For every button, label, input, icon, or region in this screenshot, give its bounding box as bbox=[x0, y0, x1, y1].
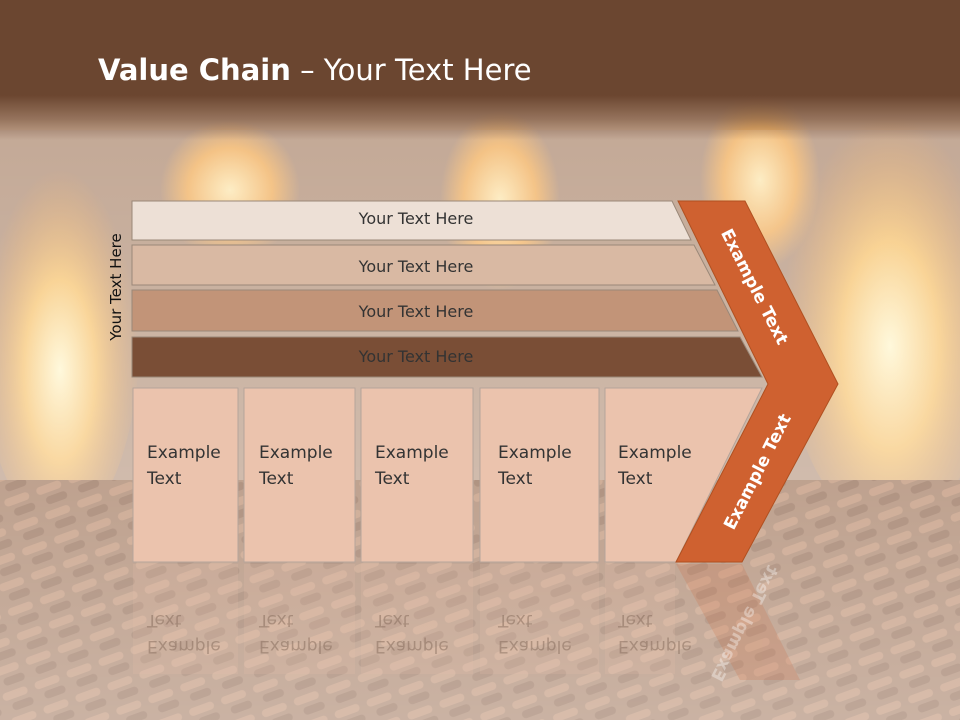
chain-row-4 bbox=[131, 336, 763, 378]
box-reflection-4-line1: Example bbox=[498, 636, 572, 656]
box-text-4-line2: Text bbox=[498, 469, 533, 489]
row-label-1: Your Text Here bbox=[358, 209, 474, 228]
title-bold: Value Chain bbox=[98, 53, 291, 87]
box-text-3-line1: Example bbox=[375, 443, 449, 463]
box-reflection-1: Example Text bbox=[147, 607, 247, 659]
box-reflection-5: Example Text bbox=[618, 607, 718, 659]
reflection bbox=[133, 564, 800, 680]
header-bar bbox=[0, 0, 960, 140]
box-reflection-2-line1: Example bbox=[259, 636, 333, 656]
box-text-3: Example Text bbox=[375, 440, 475, 492]
box-reflection-3-line2: Text bbox=[375, 610, 410, 630]
row-label-4: Your Text Here bbox=[358, 347, 474, 366]
box-text-5: Example Text bbox=[618, 440, 718, 492]
box-reflection-2-line2: Text bbox=[259, 610, 294, 630]
box-text-5-line2: Text bbox=[618, 469, 653, 489]
box-reflection-2: Example Text bbox=[259, 607, 359, 659]
activity-box-1 bbox=[132, 387, 239, 563]
box-text-1-line2: Text bbox=[147, 469, 182, 489]
box-text-2: Example Text bbox=[259, 440, 359, 492]
box-reflection-4-line2: Text bbox=[498, 610, 533, 630]
title-rest: – Your Text Here bbox=[290, 53, 532, 87]
box-text-4-line1: Example bbox=[498, 443, 572, 463]
box-text-1: Example Text bbox=[147, 440, 247, 492]
row-label-3: Your Text Here bbox=[358, 302, 474, 321]
row-label-2: Your Text Here bbox=[358, 257, 474, 276]
box-reflection-3: Example Text bbox=[375, 607, 475, 659]
box-text-3-line2: Text bbox=[375, 469, 410, 489]
box-text-5-line1: Example bbox=[618, 443, 692, 463]
box-text-4: Example Text bbox=[498, 440, 598, 492]
margin-chevron-arrow bbox=[675, 200, 839, 563]
activity-box-2 bbox=[243, 387, 356, 563]
box-reflection-4: Example Text bbox=[498, 607, 598, 659]
box-text-2-line1: Example bbox=[259, 443, 333, 463]
chain-row-3 bbox=[131, 289, 739, 332]
slide-title: Value Chain – Your Text Here bbox=[98, 53, 532, 87]
activity-box-3 bbox=[360, 387, 474, 563]
chain-row-2 bbox=[131, 244, 716, 286]
box-reflection-1-line1: Example bbox=[147, 636, 221, 656]
box-text-1-line1: Example bbox=[147, 443, 221, 463]
box-reflection-5-line1: Example bbox=[618, 636, 692, 656]
box-reflection-3-line1: Example bbox=[375, 636, 449, 656]
box-text-2-line2: Text bbox=[259, 469, 294, 489]
side-label: Your Text Here bbox=[107, 233, 125, 341]
box-reflection-1-line2: Text bbox=[147, 610, 182, 630]
activity-box-4 bbox=[479, 387, 600, 563]
box-reflection-5-line2: Text bbox=[618, 610, 653, 630]
chain-row-1 bbox=[131, 200, 692, 241]
